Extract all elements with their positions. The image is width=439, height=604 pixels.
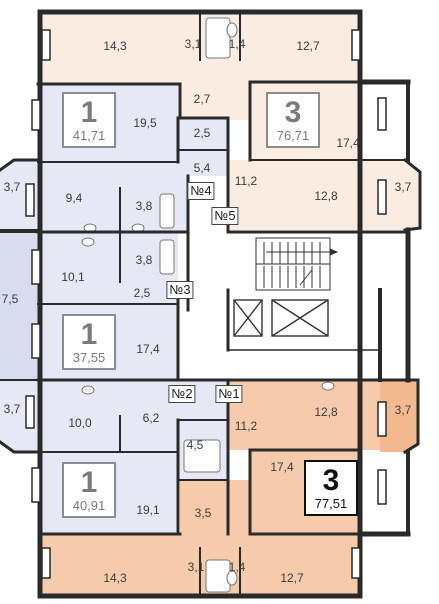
- bath-fixtures: [81, 17, 335, 593]
- apartment-1-mid-hall-area: 2,5: [133, 286, 151, 300]
- top-right-room-area: 12,7: [296, 39, 320, 53]
- apartment-number-2[interactable]: №2: [168, 385, 196, 403]
- apartment-total-area: 77,51: [314, 495, 348, 511]
- apartment-card-3-top[interactable]: 3 76,71: [266, 92, 320, 148]
- apartment-total-area: 37,55: [72, 349, 106, 365]
- top-hall-fill: [180, 82, 250, 120]
- apartment-3-low-bedroom-area: 17,4: [270, 460, 294, 474]
- apartment-3-low-balcony-area: 3,7: [394, 403, 412, 417]
- apartment-1-low-balcony-area: 3,7: [3, 402, 21, 416]
- apartment-1-low-hall-area: 6,2: [142, 411, 160, 425]
- apartment-total-area: 76,71: [276, 127, 310, 143]
- apartment-3-low-kitchen-area: 12,8: [314, 405, 338, 419]
- apartment-3-top-bedroom-area: 17,4: [336, 136, 360, 150]
- bottom-right-room-area: 12,7: [280, 571, 304, 585]
- apartment-1-top-corridor-area: 5,4: [193, 161, 211, 175]
- top-wc-area: 1,4: [228, 37, 246, 51]
- apartment-room-count: 1: [80, 465, 98, 499]
- top-bath-area: 3,1: [184, 37, 202, 51]
- apartment-3-top-balcony-fill: [405, 160, 420, 230]
- apartment-room-count: 3: [322, 463, 340, 497]
- apartment-1-top-bath-area: 3,8: [135, 199, 153, 213]
- apartment-room-count: 1: [80, 95, 98, 129]
- apartment-3-low-balcony-fill: [380, 380, 418, 452]
- apartment-total-area: 41,71: [72, 127, 106, 143]
- apartment-room-count: 3: [284, 95, 302, 129]
- bottom-left-room-area: 14,3: [103, 571, 127, 585]
- apartment-3-top-balcony-area: 3,7: [394, 180, 412, 194]
- staircase: [255, 237, 339, 291]
- bottom-wc-area: 1,4: [228, 560, 246, 574]
- apartment-number-3[interactable]: №3: [166, 281, 194, 299]
- walls: [0, 9, 422, 599]
- apartment-1-mid-kitchen-area: 10,1: [61, 270, 85, 284]
- apartment-1-low-bath-area: 4,5: [186, 438, 204, 452]
- apartment-1-low-kitchen-area: 10,0: [68, 416, 92, 430]
- apartment-3-low-hall-fill: [180, 480, 250, 534]
- apartment-1-mid-balcony-area: 7,5: [1, 292, 19, 306]
- apartment-1-top-hall-area: 2,5: [193, 126, 211, 140]
- bottom-bath-area: 3,1: [187, 560, 205, 574]
- apartment-card-1-low[interactable]: 1 40,91: [62, 462, 116, 518]
- apartment-3-top-kitchen-area: 12,8: [314, 189, 338, 203]
- apartment-1-mid-kitchen-fill[interactable]: [38, 232, 178, 304]
- apartment-card-1-mid[interactable]: 1 37,55: [62, 314, 116, 370]
- apartment-1-top-balcony-area: 3,7: [3, 180, 21, 194]
- apartment-3-low-hall-area: 11,2: [234, 419, 258, 433]
- apartment-1-top-kitchen-area: 9,4: [65, 191, 83, 205]
- apartment-room-count: 1: [80, 317, 98, 351]
- apartment-number-5[interactable]: №5: [211, 207, 239, 225]
- apartment-number-1[interactable]: №1: [215, 385, 243, 403]
- apartment-1-top-living-area: 19,5: [133, 116, 157, 130]
- apartment-card-1-top[interactable]: 1 41,71: [62, 92, 116, 148]
- apartment-1-low-living-area: 19,1: [136, 503, 160, 517]
- windows: [25, 29, 387, 579]
- elevators: [233, 299, 329, 337]
- apartment-3-top-hall-area: 11,2: [234, 174, 258, 188]
- top-hall-area: 2,7: [193, 92, 211, 106]
- apartment-card-3-low[interactable]: 3 77,51: [304, 460, 358, 516]
- apartment-number-4[interactable]: №4: [187, 182, 215, 200]
- apartment-1-mid-living-area: 17,4: [136, 342, 160, 356]
- apartment-1-mid-bath-area: 3,8: [135, 253, 153, 267]
- storage-area: 3,5: [194, 506, 212, 520]
- apartment-total-area: 40,91: [72, 497, 106, 513]
- top-left-room-area: 14,3: [103, 39, 127, 53]
- apartment-1-low-kitchen-fill[interactable]: [38, 380, 178, 452]
